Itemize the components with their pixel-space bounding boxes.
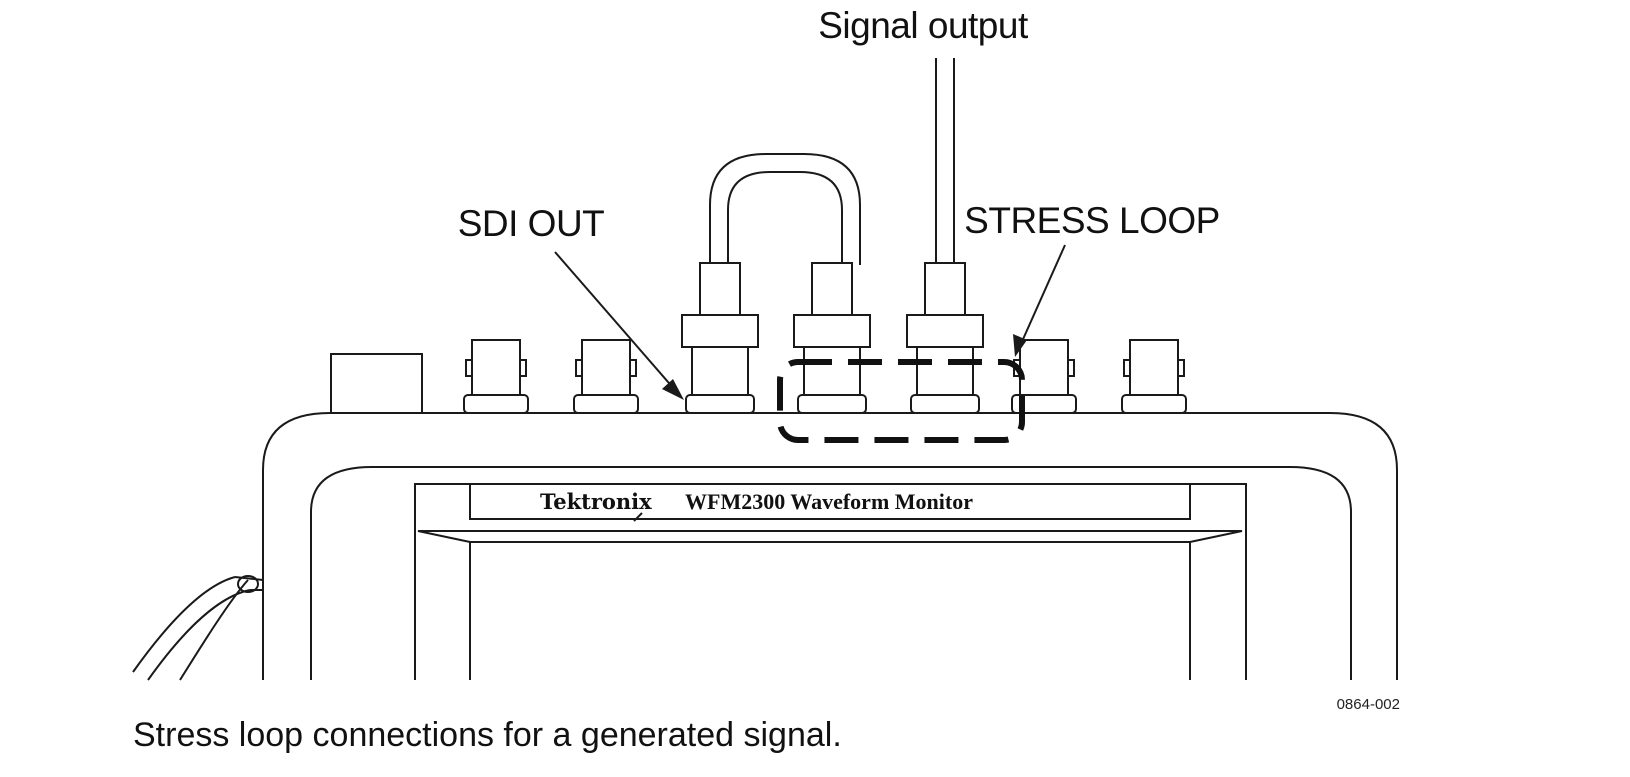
model-name: WFM2300 Waveform Monitor [685, 489, 973, 514]
signal-output-label: Signal output [818, 5, 1029, 46]
figure-number: 0864-002 [1337, 696, 1400, 713]
bnc-connector-2 [573, 339, 639, 414]
sdi-out-connector [681, 262, 759, 414]
brand-name: Tektronix [540, 489, 652, 514]
loop-input-connector [793, 262, 871, 414]
loop-cable [709, 153, 861, 265]
bnc-connector-6 [1121, 339, 1187, 414]
loop-output-connector [906, 262, 984, 414]
stress-loop-arrow [1013, 244, 1066, 357]
carry-strap [132, 575, 264, 681]
figure-caption: Stress loop connections for a generated … [133, 716, 842, 754]
instrument-body [262, 412, 1398, 680]
sdi-out-arrow [554, 251, 684, 400]
nameplate [469, 483, 1191, 520]
stress-loop-highlight [777, 359, 1025, 443]
signal-output-cable [935, 58, 955, 265]
front-panel [414, 483, 1247, 680]
power-connector [330, 353, 423, 414]
bnc-connector-1 [463, 339, 529, 414]
stress-loop-label: STRESS LOOP [964, 200, 1220, 241]
sdi-out-label: SDI OUT [458, 203, 605, 244]
